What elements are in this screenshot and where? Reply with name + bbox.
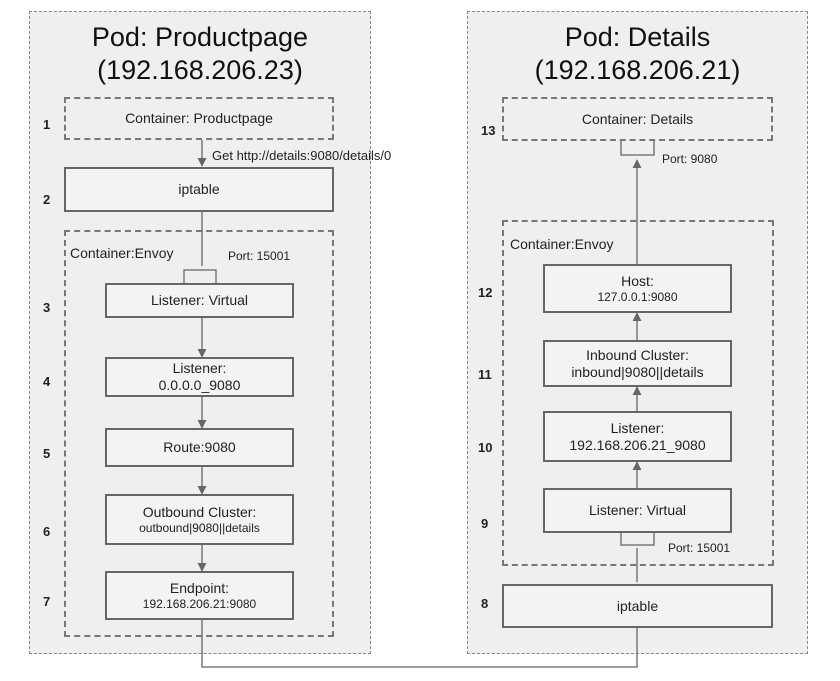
container-details: Container: Details: [502, 97, 773, 141]
pod-productpage-ip: (192.168.206.23): [97, 55, 303, 85]
right-port-label: Port: 15001: [668, 541, 731, 555]
left-listener-virtual: Listener: Virtual: [105, 283, 294, 318]
right-listener-virtual: Listener: Virtual: [543, 488, 732, 533]
left-envoy-label: Container:Envoy: [70, 245, 174, 261]
right-listener-virtual-label: Listener: Virtual: [588, 502, 686, 518]
right-listener-line2: 192.168.206.21_9080: [569, 436, 706, 453]
left-endpoint: Endpoint: 192.168.206.21:9080: [105, 571, 294, 620]
left-endpoint-line1: Endpoint:: [169, 579, 230, 596]
right-envoy-container: [502, 220, 774, 566]
right-iptable: iptable: [502, 584, 773, 628]
left-listener-line1: Listener:: [172, 360, 227, 376]
container-details-label: Container: Details: [581, 110, 694, 127]
right-host-line1: Host:: [621, 272, 654, 289]
right-iptable-label: iptable: [616, 597, 659, 614]
step-3: 3: [43, 300, 51, 315]
step-13: 13: [481, 123, 496, 138]
right-inbound-cluster: Inbound Cluster: inbound|9080||details: [543, 340, 732, 387]
container-productpage: Container: Productpage: [64, 97, 334, 140]
right-listener-line1: Listener:: [610, 419, 665, 436]
left-endpoint-line2: 192.168.206.21:9080: [142, 596, 257, 611]
left-route: Route:9080: [105, 428, 294, 467]
left-outbound-line2: outbound|9080||details: [139, 520, 260, 535]
left-listener: Listener: 0.0.0.0_9080: [105, 357, 294, 397]
left-outbound-cluster: Outbound Cluster: outbound|9080||details: [105, 494, 294, 545]
step-2: 2: [43, 192, 51, 207]
left-iptable-label: iptable: [178, 181, 220, 197]
left-port-label: Port: 15001: [228, 249, 291, 263]
left-listener-line2: 0.0.0.0_9080: [158, 377, 241, 393]
right-host-line2: 127.0.0.1:9080: [597, 289, 678, 304]
step-11: 11: [478, 367, 492, 382]
pod-details-ip: (192.168.206.21): [534, 55, 741, 85]
right-host: Host: 127.0.0.1:9080: [543, 264, 732, 313]
step-12: 12: [478, 285, 493, 300]
left-iptable: iptable: [64, 167, 334, 212]
right-inbound-line2: inbound|9080||details: [571, 363, 704, 380]
request-label: Get http://details:9080/details/0: [212, 148, 392, 163]
right-app-port-label: Port: 9080: [662, 152, 718, 166]
right-inbound-line1: Inbound Cluster:: [586, 346, 689, 363]
left-route-label: Route:9080: [163, 439, 236, 455]
step-6: 6: [43, 524, 51, 539]
pod-details-title: Pod: Details: [564, 22, 711, 52]
right-envoy-label: Container:Envoy: [510, 236, 614, 252]
pod-productpage: [29, 11, 371, 654]
step-9: 9: [481, 516, 489, 531]
right-listener: Listener: 192.168.206.21_9080: [543, 411, 732, 462]
step-5: 5: [43, 446, 51, 461]
step-7: 7: [43, 594, 51, 609]
left-outbound-line1: Outbound Cluster:: [142, 503, 257, 520]
step-8: 8: [481, 596, 489, 611]
step-10: 10: [478, 440, 493, 455]
step-4: 4: [43, 374, 51, 389]
container-productpage-label: Container: Productpage: [125, 110, 273, 126]
left-envoy-container: [64, 230, 334, 637]
step-1: 1: [43, 117, 51, 132]
pod-productpage-title: Pod: Productpage: [91, 22, 309, 52]
left-listener-virtual-label: Listener: Virtual: [150, 292, 248, 308]
